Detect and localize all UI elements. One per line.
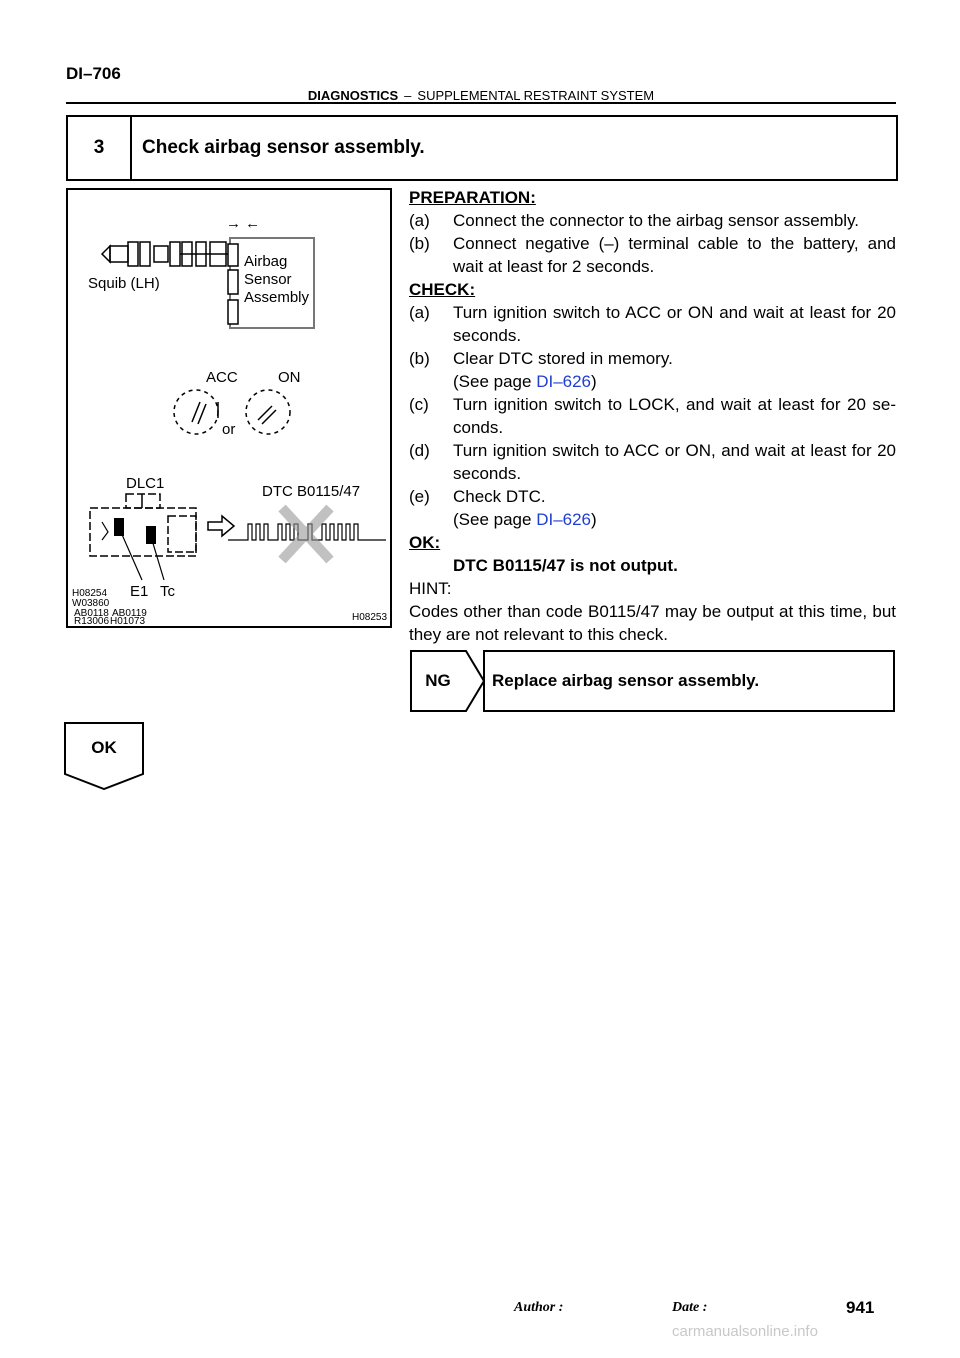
check-step-d: (d) Turn ignition switch to ACC or ON, an… — [409, 439, 896, 485]
ok-heading: OK: — [409, 533, 441, 552]
watermark: carmanualsonline.info — [672, 1323, 818, 1340]
prep-b-letter: (b) — [409, 234, 430, 253]
e1-label: E1 — [130, 583, 148, 600]
fig-code-6: H01073 — [110, 616, 145, 626]
fig-code-5: R13006 — [74, 616, 109, 626]
hint-text: Codes other than code B0115/47 may be ou… — [409, 602, 896, 644]
fig-code-1: H08254 — [72, 588, 107, 599]
ng-flow: NG Replace airbag sensor assembly. — [410, 650, 896, 712]
e1-terminal — [114, 518, 124, 536]
check-e-text: Check DTC. — [453, 487, 546, 506]
step-number: 3 — [68, 117, 132, 179]
prep-a-text: Connect the connector to the airbag sens… — [453, 211, 860, 230]
check-b-ref-prefix: (See page — [453, 372, 537, 391]
footer-date: Date : — [672, 1300, 708, 1315]
check-c-letter: (c) — [409, 395, 429, 414]
output-arrow-icon — [207, 514, 236, 538]
check-a-letter: (a) — [409, 303, 430, 322]
check-c-text: Turn ignition switch to LOCK, and wait a… — [453, 395, 896, 437]
sensor-label-line3: Assembly — [244, 289, 310, 306]
on-label: ON — [278, 369, 301, 386]
ng-frame — [410, 650, 895, 712]
subsection-name: SUPPLEMENTAL RESTRAINT SYSTEM — [417, 88, 655, 103]
not-output-cross-icon — [278, 504, 334, 564]
check-e-ref-prefix: (See page — [453, 510, 537, 529]
page-code: DI–706 — [66, 64, 121, 83]
squib-label: Squib (LH) — [88, 275, 160, 292]
ignition-key-on-icon — [245, 389, 291, 435]
step-title: Check airbag sensor assembly. — [142, 137, 425, 158]
check-b-ref-link[interactable]: DI–626 — [536, 372, 592, 391]
footer-page-number: 941 — [846, 1298, 875, 1317]
ignition-key-acc-icon — [173, 389, 219, 435]
squib-connector — [100, 241, 230, 267]
header-rule — [66, 102, 896, 104]
fig-code-4: AB0119 — [112, 608, 147, 619]
procedure-text: PREPARATION: (a) Connect the connector to… — [409, 186, 896, 646]
hint-heading: HINT: — [409, 579, 452, 598]
fig-code-2: W03860 — [72, 598, 110, 609]
check-d-letter: (d) — [409, 441, 430, 460]
fig-code-3: AB0118 — [74, 608, 109, 619]
check-step-c: (c) Turn ignition switch to LOCK, and wai… — [409, 393, 896, 439]
check-a-text: Turn ignition switch to ACC or ON and wa… — [453, 303, 896, 345]
tc-terminal — [146, 526, 156, 544]
check-e-ref-suffix: ) — [591, 510, 597, 529]
check-b-reference: (See page DI–626) — [409, 370, 896, 393]
check-e-letter: (e) — [409, 487, 430, 506]
section-name: DIAGNOSTICS — [307, 88, 399, 103]
footer-author: Author : — [514, 1300, 564, 1315]
figure-id: H08253 — [352, 612, 387, 623]
ok-flow: OK — [64, 722, 144, 790]
check-step-e: (e) Check DTC. — [409, 485, 896, 508]
prep-step-a: (a) Connect the connector to the airbag s… — [409, 209, 896, 232]
procedure-figure: → ← Airbag Sensor Assembly Squib (LH) AC… — [66, 188, 392, 628]
preparation-heading: PREPARATION: — [409, 188, 536, 207]
check-b-text: Clear DTC stored in memory. — [453, 349, 673, 368]
ng-action: Replace airbag sensor assembly. — [492, 671, 760, 690]
connect-arrows: → ← — [226, 215, 260, 232]
tc-label: Tc — [160, 583, 176, 600]
or-label: or — [222, 421, 235, 438]
dlc1-label: DLC1 — [126, 475, 164, 492]
prep-a-letter: (a) — [409, 211, 430, 230]
airbag-sensor-box — [227, 237, 315, 329]
ok-frame — [64, 722, 144, 790]
dlc1-connector — [89, 493, 197, 557]
acc-label: ACC — [206, 369, 238, 386]
check-step-b: (b) Clear DTC stored in memory. — [409, 347, 896, 370]
prep-step-b: (b) Connect negative (–) terminal cable t… — [409, 232, 896, 278]
check-heading: CHECK: — [409, 280, 476, 299]
prep-b-text: Connect negative (–) terminal cable to t… — [453, 234, 896, 276]
check-e-reference: (See page DI–626) — [409, 508, 896, 531]
check-e-ref-link[interactable]: DI–626 — [536, 510, 592, 529]
sensor-label-line1: Airbag — [244, 253, 287, 270]
step-box: 3 Check airbag sensor assembly. — [66, 115, 898, 181]
ng-label: NG — [425, 671, 451, 690]
ok-label: OK — [91, 738, 117, 757]
dtc-label: DTC B0115/47 — [262, 483, 360, 500]
ok-result: DTC B0115/47 is not output. — [453, 556, 678, 575]
check-b-ref-suffix: ) — [591, 372, 597, 391]
check-b-letter: (b) — [409, 349, 430, 368]
section-separator: – — [404, 88, 412, 103]
figure-drawing: → ← Airbag Sensor Assembly Squib (LH) AC… — [72, 215, 387, 626]
section-title: DIAGNOSTICS–SUPPLEMENTAL RESTRAINT SYSTE… — [66, 88, 896, 103]
terminal-leaders — [101, 521, 165, 581]
check-step-a: (a) Turn ignition switch to ACC or ON and… — [409, 301, 896, 347]
check-d-text: Turn ignition switch to ACC or ON, and w… — [453, 441, 896, 483]
sensor-label-line2: Sensor — [244, 271, 292, 288]
